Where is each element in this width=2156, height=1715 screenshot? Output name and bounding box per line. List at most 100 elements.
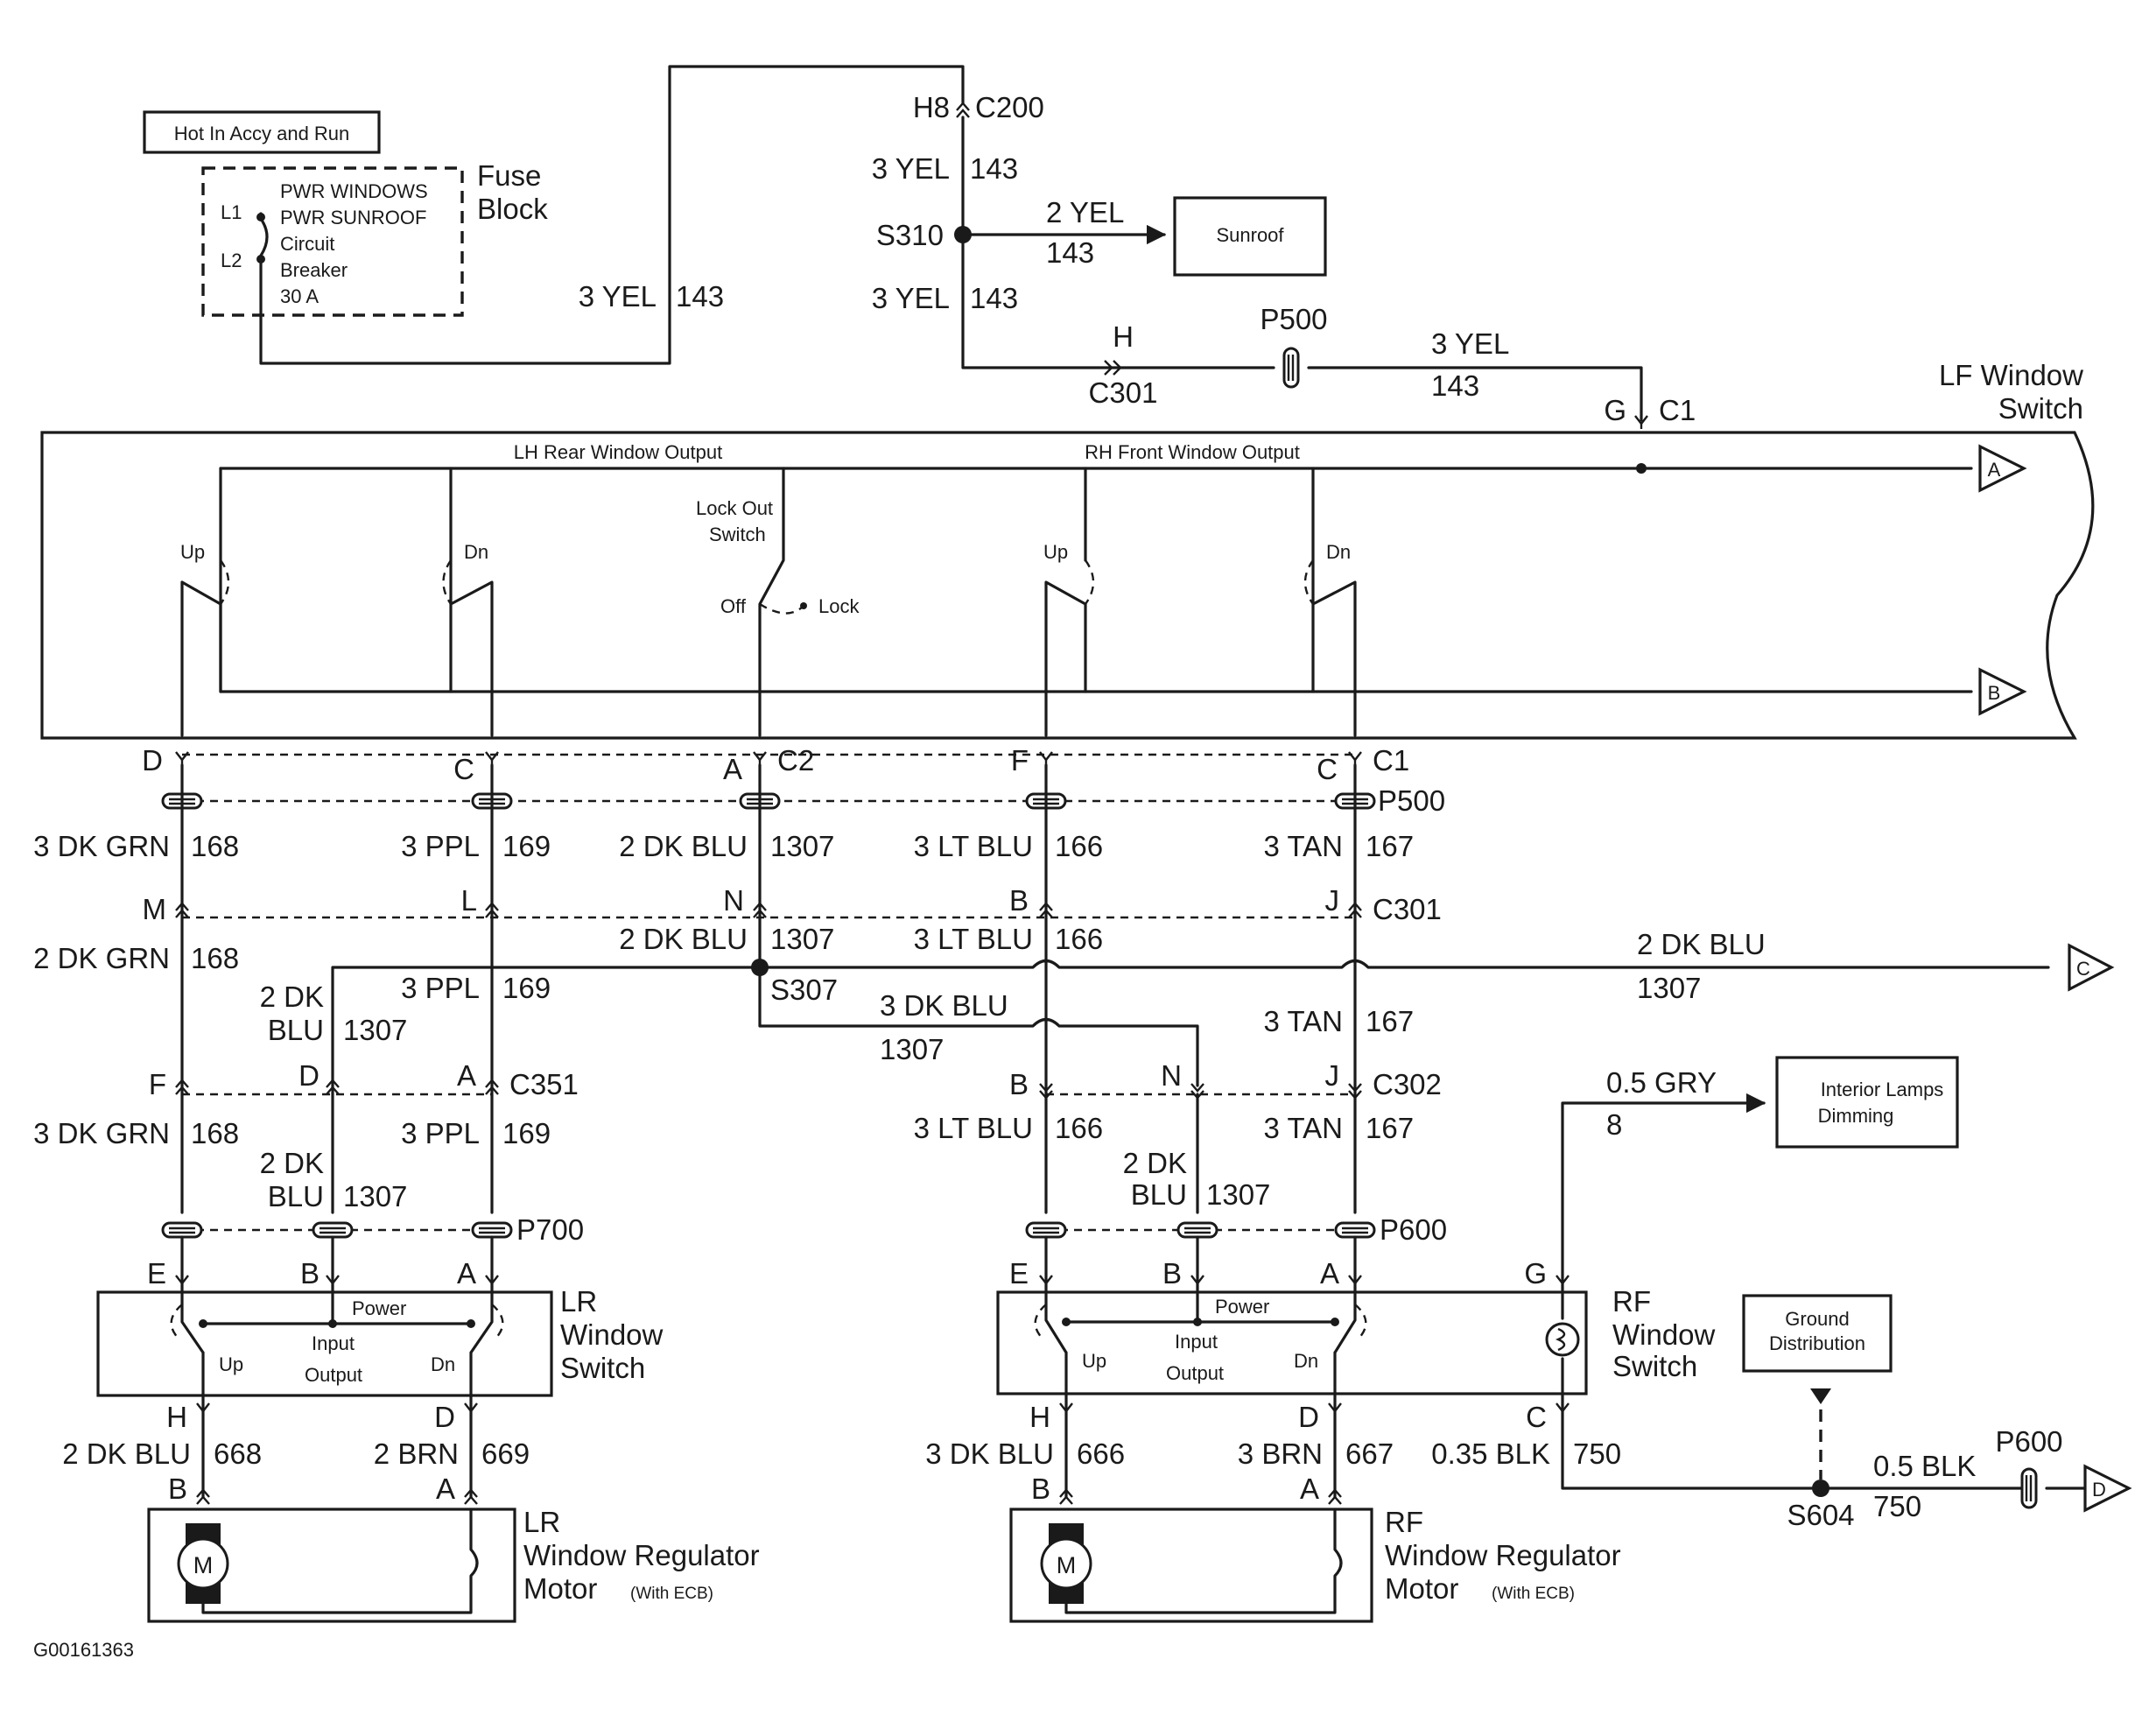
ground-750-wire — [1561, 1392, 2031, 1490]
rf-pin-h: H — [1029, 1401, 1050, 1433]
lockout-label-1: Lock Out — [696, 497, 773, 519]
rf-blu-color-1: 2 DK — [1123, 1147, 1187, 1179]
lr-sw-pin-a: A — [457, 1257, 476, 1290]
breaker-line-1: PWR WINDOWS — [280, 180, 428, 202]
hot-in-accy-run-box: Hot In Accy and Run — [143, 110, 381, 154]
ground-out-color: 0.5 BLK — [1873, 1450, 1976, 1482]
feed-color: 3 YEL — [579, 280, 657, 313]
terminal-l2: L2 — [221, 250, 242, 271]
switch-g-pin: G — [1604, 394, 1626, 426]
ground-out-circuit: 750 — [1873, 1490, 1921, 1522]
rf-window-regulator-motor: M — [1009, 1508, 1373, 1623]
rh-front-output-label: RH Front Window Output — [1085, 441, 1300, 463]
lf-switch-title-1: LF Window — [1939, 359, 2083, 391]
right-dkblu-circuit: 1307 — [880, 1033, 944, 1065]
rf-motor-wire-2-circuit: 667 — [1345, 1437, 1394, 1470]
wire-1307-circuit: 1307 — [770, 830, 834, 862]
lr-dn-label: Dn — [431, 1353, 455, 1375]
lh-rear-output-label: LH Rear Window Output — [514, 441, 722, 463]
p500-top-pass-thru — [1282, 347, 1300, 389]
rf-switch-title-1: RF — [1612, 1285, 1651, 1318]
sunroof-color: 2 YEL — [1046, 196, 1124, 228]
breaker-line-2: PWR SUNROOF — [280, 207, 426, 228]
rf-tan-color: 3 TAN — [1264, 1112, 1343, 1144]
ref-a: A — [1988, 459, 2001, 481]
wire-169-color: 3 PPL — [401, 830, 480, 862]
interior-lamps-dimming-box: Interior Lamps Dimming — [1775, 1056, 1959, 1149]
rf-output-label: Output — [1166, 1362, 1224, 1384]
c301-pin: H — [1113, 320, 1134, 353]
ref-c-color: 2 DK BLU — [1637, 928, 1766, 960]
c302-pin-b: B — [1009, 1068, 1029, 1100]
off-label: Off — [720, 595, 747, 617]
lr-switch-title-1: LR — [560, 1285, 597, 1318]
rf-motor-title-2: Window Regulator — [1385, 1539, 1621, 1571]
lr-motor-pin-a: A — [436, 1473, 455, 1505]
rf-ground-wire-circuit: 750 — [1573, 1437, 1621, 1470]
lr-ppl-circuit: 169 — [502, 1117, 551, 1149]
wire-166-circuit: 166 — [1055, 830, 1103, 862]
wire-168-color: 3 DK GRN — [33, 830, 170, 862]
lr-window-switch: Power Input Output Up Dn — [96, 1290, 553, 1397]
lr-input-label: Input — [312, 1332, 355, 1354]
c301-pin-m: M — [143, 893, 167, 925]
rf-motor-title-1: RF — [1385, 1506, 1423, 1538]
bus-pin-c1c: C — [1317, 753, 1338, 785]
mid-1307-circuit: 1307 — [770, 923, 834, 955]
lr-motor-wire-2-color: 2 BRN — [374, 1437, 459, 1470]
c301-name: C301 — [1089, 376, 1158, 409]
rf-motor-wire-2-color: 3 BRN — [1238, 1437, 1323, 1470]
wire-167-circuit: 167 — [1366, 830, 1414, 862]
lr-switch-title-3: Switch — [560, 1352, 645, 1384]
c301-pin-b: B — [1009, 884, 1029, 917]
rf-motor-wire-1-color: 3 DK BLU — [925, 1437, 1054, 1470]
ref-c-arrow — [2068, 943, 2115, 992]
lf-window-switch-body — [40, 431, 2095, 740]
lr-power-label: Power — [352, 1297, 406, 1319]
left-dkblu-color-2: BLU — [268, 1014, 324, 1046]
lr-window-regulator-motor: M — [147, 1508, 516, 1623]
rf-ltblu-circuit: 166 — [1055, 1112, 1103, 1144]
lr-blu-color-2: BLU — [268, 1180, 324, 1212]
c301-pin-j: J — [1325, 884, 1340, 917]
ref-a-arrow — [1978, 444, 2027, 493]
c200-pin: H8 — [913, 91, 950, 123]
lh-up-label: Up — [180, 541, 205, 563]
mid-1307-color: 2 DK BLU — [619, 923, 748, 955]
lr-grn-color: 3 DK GRN — [33, 1117, 170, 1149]
rf-sw-pin-b: B — [1162, 1257, 1182, 1290]
wire-1307-color: 2 DK BLU — [619, 830, 748, 862]
mid-166-circuit: 166 — [1055, 923, 1103, 955]
left-dkblu-color-1: 2 DK — [260, 981, 324, 1013]
lr-motor-note: (With ECB) — [630, 1585, 713, 1603]
c301-pin-l: L — [461, 884, 477, 917]
lr-motor-pin-b: B — [168, 1473, 187, 1505]
dk-blu-rf-wire — [758, 966, 1199, 1087]
c200-name: C200 — [975, 91, 1044, 123]
dimming-label-2: Dimming — [1818, 1105, 1894, 1127]
left-dkblu-circuit: 1307 — [343, 1014, 407, 1046]
upper-yel-color: 3 YEL — [872, 152, 950, 185]
p600-ground-label: P600 — [1995, 1425, 2062, 1458]
p700-name: P700 — [516, 1213, 584, 1246]
ground-distribution-box: Ground Distribution — [1742, 1294, 1893, 1373]
feed-wire — [259, 65, 965, 365]
bus-pin-c: C — [453, 753, 474, 785]
lh-dn-label: Dn — [464, 541, 488, 563]
right-dkblu-color: 3 DK BLU — [880, 989, 1008, 1022]
c351-pin-f: F — [149, 1068, 166, 1100]
rf-sw-pin-a: A — [1320, 1257, 1339, 1290]
lr-switch-title-2: Window — [560, 1318, 664, 1351]
dimming-label-1: Interior Lamps — [1821, 1079, 1944, 1100]
lr-ppl-color: 3 PPL — [401, 1117, 480, 1149]
fuse-block-label-1: Fuse — [477, 159, 541, 192]
rf-dn-label: Dn — [1294, 1350, 1318, 1372]
ref-d: D — [2092, 1479, 2106, 1501]
lr-grn-circuit: 168 — [191, 1117, 239, 1149]
rf-sw-pin-g: G — [1524, 1257, 1547, 1290]
s310-label: S310 — [876, 219, 944, 251]
c351-name: C351 — [509, 1068, 579, 1100]
mid-169-color: 3 PPL — [401, 972, 480, 1004]
lr-motor-wire-2-circuit: 669 — [481, 1437, 530, 1470]
upper-yel-circuit: 143 — [970, 152, 1018, 185]
